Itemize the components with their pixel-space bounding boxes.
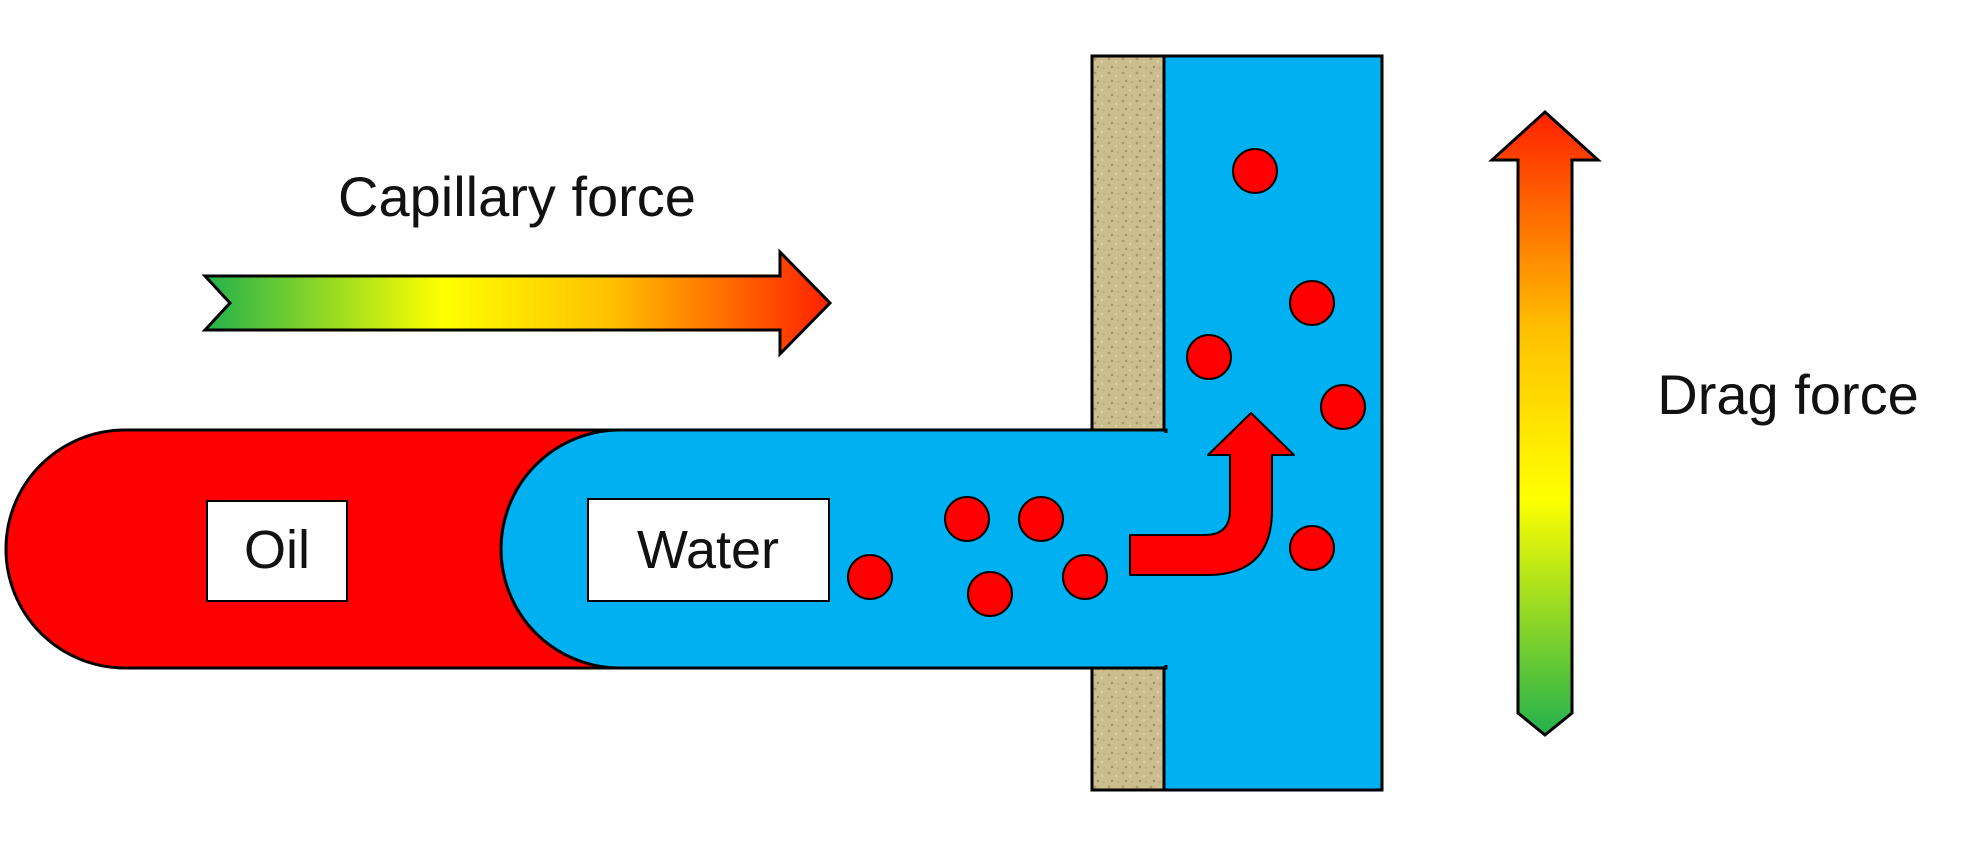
capillary-force-label: Capillary force [338, 165, 696, 228]
oil-droplets-fracture [1186, 148, 1366, 571]
water-label: Water [637, 520, 779, 580]
oil-droplet [944, 496, 990, 542]
oil-label-box [206, 500, 348, 602]
bent-arrow-icon [1129, 412, 1295, 576]
right-arrow-icon [201, 248, 833, 358]
water-label-box [587, 498, 830, 602]
oil-droplet [1320, 384, 1366, 430]
oil-droplet [967, 571, 1013, 617]
oil-label: Oil [244, 520, 310, 580]
oil-droplet [1062, 554, 1108, 600]
drag-force-label: Drag force [1657, 363, 1918, 426]
oil-droplet [847, 554, 893, 600]
up-arrow-icon [1488, 109, 1602, 737]
oil-droplets-pore [847, 496, 1108, 617]
oil-droplet [1232, 148, 1278, 194]
rock-wall [1090, 54, 1166, 792]
oil-droplet [1289, 525, 1335, 571]
oil-droplet [1186, 334, 1232, 380]
oil-droplet [1018, 496, 1064, 542]
oil-droplet [1289, 280, 1335, 326]
